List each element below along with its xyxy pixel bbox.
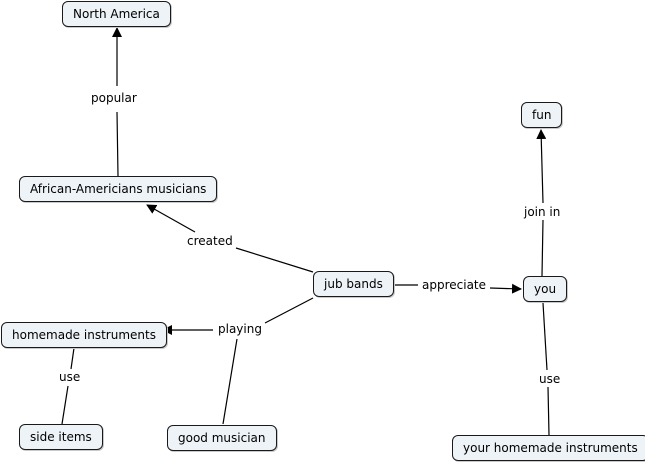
edge-appreciate-to-you [489, 283, 522, 294]
node-north-america[interactable]: North America [62, 1, 171, 27]
edge-created-to-musicians [146, 204, 196, 233]
edge-good-musician-to-playing [222, 338, 238, 425]
node-side-items-label: side items [30, 430, 92, 444]
link-label-created: created [185, 234, 235, 248]
node-fun-label: fun [532, 108, 552, 122]
node-you-label: you [534, 282, 557, 296]
edge-homemade-to-use [70, 347, 75, 370]
edge-join-in-to-fun [536, 129, 547, 204]
edge-use-to-side-items [61, 385, 69, 425]
node-fun[interactable]: fun [521, 102, 563, 128]
node-african-american-musicians[interactable]: African-Americians musicians [19, 176, 218, 202]
link-label-playing: playing [216, 322, 264, 336]
link-label-appreciate: appreciate [420, 278, 489, 292]
link-label-join-in: join in [522, 205, 563, 219]
node-side-items[interactable]: side items [19, 424, 103, 450]
node-your-homemade-instruments-label: your homemade instruments [463, 441, 638, 455]
node-good-musician[interactable]: good musician [167, 425, 277, 451]
edge-jub-bands-to-created [235, 247, 314, 273]
node-jub-bands-label: jub bands [324, 277, 383, 291]
node-homemade-instruments[interactable]: homemade instruments [1, 322, 167, 348]
node-jub-bands[interactable]: jub bands [313, 271, 394, 297]
edge-musicians-to-popular [116, 111, 119, 177]
node-african-american-musicians-label: African-Americians musicians [30, 182, 207, 196]
edge-jub-bands-to-playing [264, 297, 314, 324]
link-label-popular: popular [89, 91, 139, 105]
edge-use-to-your-homemade [547, 386, 550, 436]
link-label-use-left: use [57, 370, 83, 384]
link-label-use-right: use [537, 372, 563, 386]
node-homemade-instruments-label: homemade instruments [12, 328, 156, 342]
node-north-america-label: North America [73, 7, 160, 21]
edge-you-to-join-in [541, 219, 544, 277]
node-your-homemade-instruments[interactable]: your homemade instruments [452, 435, 645, 461]
node-you[interactable]: you [523, 276, 568, 302]
edge-you-to-use [542, 302, 548, 371]
node-good-musician-label: good musician [178, 431, 266, 445]
